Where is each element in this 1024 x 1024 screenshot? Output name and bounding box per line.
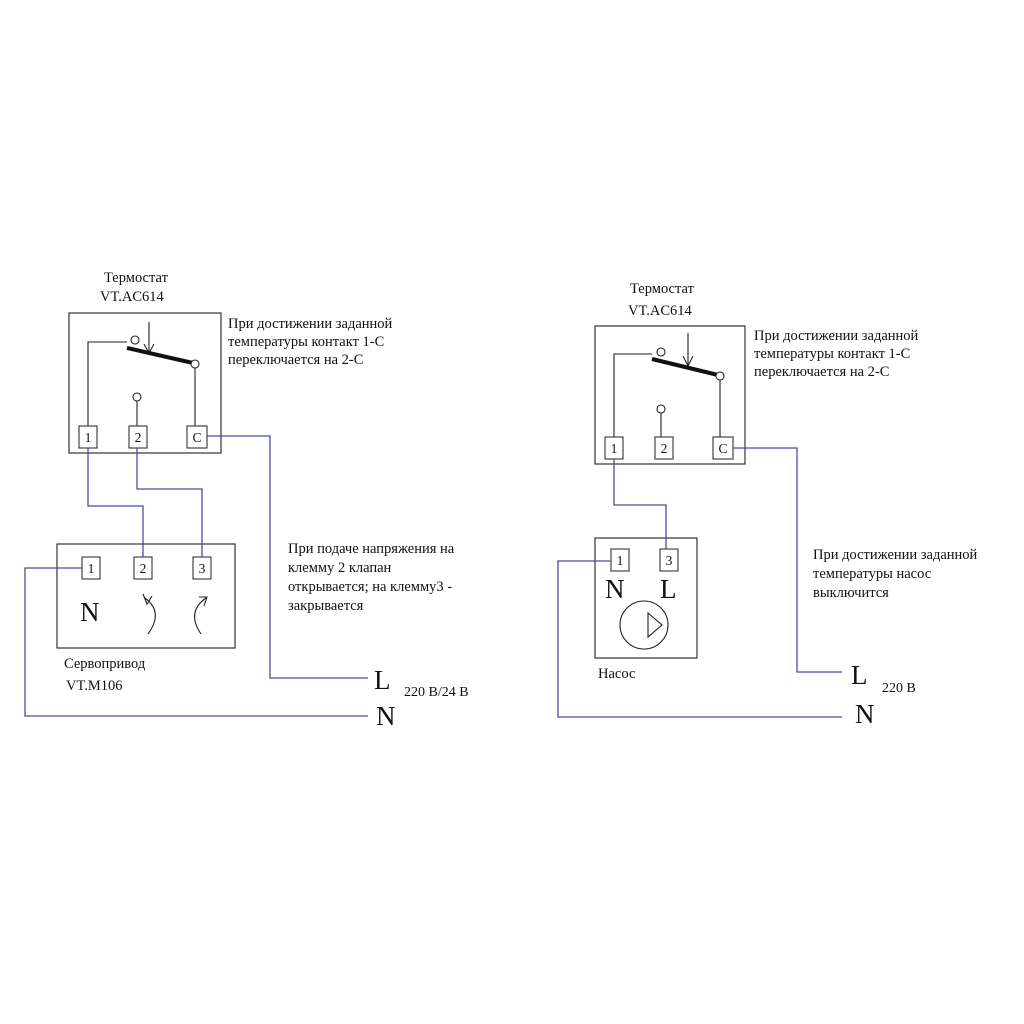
left-thermostat-terminal-c-label: C — [192, 430, 201, 445]
right-pump-terminal-1-label: 1 — [617, 553, 624, 568]
rotation-arrows-icon — [142, 593, 208, 635]
left-wire-c-to-l — [207, 435, 368, 679]
left-thermostat-model: VT.AC614 — [100, 289, 165, 305]
left-thermostat-box — [68, 312, 222, 454]
right-pump-terminal-3 — [659, 548, 679, 572]
right-pump-note-line-1: При достижении заданной — [813, 547, 978, 563]
left-contact-2-pin — [132, 392, 142, 402]
left-valve-note-line-3: открывается; на клемму3 - — [288, 579, 452, 595]
left-actuator-terminal-3-label: 3 — [199, 561, 206, 576]
left-valve-note-line-2: клемму 2 клапан — [288, 560, 392, 576]
right-wire-c-to-l — [733, 447, 842, 673]
right-wire-n — [557, 560, 842, 718]
right-pump-terminal-1 — [610, 548, 630, 572]
right-thermostat-terminal-2 — [654, 436, 674, 460]
right-scheme: Термостат VT.AC614 1 2 C При достижении … — [557, 281, 978, 729]
right-thermostat-terminal-c-label: C — [718, 441, 727, 456]
right-contact-2-pin — [656, 404, 666, 414]
left-thermostat-terminal-1-label: 1 — [85, 430, 92, 445]
left-actuator-model: VT.M106 — [66, 678, 123, 694]
left-switch-note-line-1: При достижении заданной — [228, 316, 393, 332]
right-thermostat-switch — [613, 333, 725, 437]
right-supply-voltage: 220 В — [882, 681, 916, 696]
left-wire-n — [24, 567, 368, 717]
right-switch-note-line-1: При достижении заданной — [754, 328, 919, 344]
left-valve-note-line-1: При подаче напряжения на — [288, 541, 455, 557]
left-wire-1-to-2 — [87, 448, 144, 557]
left-valve-note-line-4: закрывается — [288, 598, 364, 614]
left-actuator-terminal-2-label: 2 — [140, 561, 147, 576]
right-switch-note-line-2: температуры контакт 1-С — [754, 346, 910, 362]
left-actuator-terminal-1-label: 1 — [88, 561, 95, 576]
left-switch-note-line-2: температуры контакт 1-С — [228, 334, 384, 350]
right-thermostat-box — [594, 325, 746, 465]
left-thermostat-terminal-c — [186, 425, 208, 449]
right-pump-note-line-2: температуры насос — [813, 566, 931, 582]
left-thermostat-terminal-2-label: 2 — [135, 430, 142, 445]
left-switch-lever — [126, 346, 194, 365]
right-pump-note-line-3: выключится — [813, 585, 889, 601]
left-thermostat-title: Термостат — [104, 270, 169, 286]
left-wire-2-to-3 — [136, 448, 203, 557]
left-supply-l: L — [374, 665, 391, 695]
right-thermostat-model: VT.AC614 — [628, 303, 693, 319]
right-pump-title: Насос — [598, 666, 635, 682]
left-switch-note-line-3: переключается на 2-С — [228, 352, 363, 368]
right-pump-terminal-3-label: 3 — [666, 553, 673, 568]
right-switch-lever — [651, 357, 719, 377]
left-contact-1-pin — [130, 335, 140, 345]
right-switch-note-line-3: переключается на 2-С — [754, 364, 889, 380]
pump-icon — [619, 600, 669, 650]
right-contact-1-pin — [656, 347, 666, 357]
right-thermostat-title: Термостат — [630, 281, 695, 297]
left-thermostat-terminal-2 — [128, 425, 148, 449]
right-thermostat-terminal-1-label: 1 — [611, 441, 618, 456]
left-thermostat-switch — [87, 322, 200, 426]
left-scheme: Термостат VT.AC614 1 2 C При достижении … — [24, 270, 469, 731]
right-wire-1-to-3 — [613, 459, 667, 549]
right-thermostat-terminal-2-label: 2 — [661, 441, 668, 456]
right-pump-box — [594, 537, 698, 659]
left-actuator-neutral-symbol: N — [80, 597, 100, 627]
right-pump-neutral-symbol: N — [605, 574, 625, 604]
right-pump-line-symbol: L — [660, 574, 677, 604]
left-contact-c-pin — [190, 359, 200, 369]
left-actuator-title: Сервопривод — [64, 656, 146, 672]
right-contact-c-pin — [715, 371, 725, 381]
left-actuator-box — [56, 543, 236, 649]
right-supply-n: N — [855, 699, 875, 729]
left-supply-n: N — [376, 701, 396, 731]
left-supply-voltage: 220 В/24 В — [404, 685, 469, 700]
right-supply-l: L — [851, 660, 868, 690]
